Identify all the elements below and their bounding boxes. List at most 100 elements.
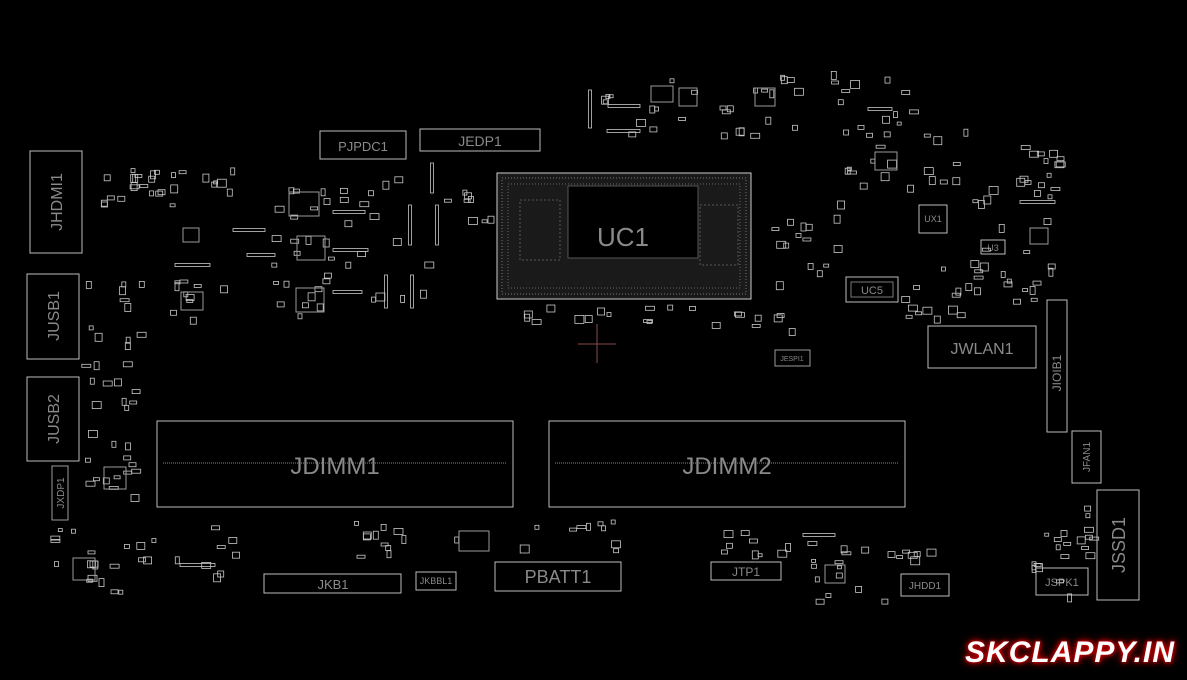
smd-part xyxy=(375,292,386,302)
edp-connector[interactable]: JEDP1 xyxy=(419,128,541,152)
dimm-slot-2[interactable]: JDIMM2 xyxy=(548,420,906,508)
fan-connector[interactable]: JFAN1 xyxy=(1071,430,1102,484)
smd-part xyxy=(887,551,896,558)
smd-part xyxy=(757,553,763,558)
battery-connector[interactable]: PBATT1 xyxy=(494,561,622,592)
smd-part xyxy=(174,282,180,292)
smd-part xyxy=(297,313,303,320)
smd-part xyxy=(896,555,903,559)
smd-part xyxy=(740,530,750,536)
trace-pad xyxy=(179,563,216,567)
smd-part xyxy=(901,296,911,303)
smd-part xyxy=(179,279,189,284)
smd-part xyxy=(814,576,820,583)
smd-part xyxy=(273,280,280,285)
trace-pad xyxy=(435,204,439,246)
smd-part xyxy=(923,167,934,176)
smd-part xyxy=(835,572,843,579)
ux1-label: UX1 xyxy=(924,214,942,224)
smd-part xyxy=(923,133,931,138)
smd-part xyxy=(636,119,646,127)
smd-part xyxy=(691,89,698,95)
smd-part xyxy=(1003,281,1013,288)
hdd-connector[interactable]: JHDD1 xyxy=(900,573,950,597)
dimm-slot-1[interactable]: JDIMM1 xyxy=(156,420,514,508)
smd-part xyxy=(861,546,870,554)
u3-label: U3 xyxy=(987,243,999,253)
smd-part xyxy=(926,548,937,557)
speaker-connector[interactable]: JSPK1 xyxy=(1035,567,1089,596)
smd-part xyxy=(1022,288,1028,293)
smd-part xyxy=(786,77,795,83)
ic-package xyxy=(650,85,674,103)
smd-part xyxy=(323,272,332,279)
ic-package xyxy=(288,191,320,217)
smd-part xyxy=(323,198,331,206)
smd-part xyxy=(901,90,911,95)
smd-part xyxy=(880,172,890,182)
smd-part xyxy=(382,180,390,190)
smd-part xyxy=(1063,542,1072,546)
smd-part xyxy=(385,545,392,551)
smd-part xyxy=(178,170,187,175)
smd-part xyxy=(776,313,785,319)
trace-pad xyxy=(408,204,412,246)
smd-part xyxy=(847,170,857,175)
jedp1-label: JEDP1 xyxy=(458,133,502,149)
smd-part xyxy=(907,551,918,559)
cpu-uc1[interactable]: UC1 xyxy=(496,172,752,300)
smd-part xyxy=(882,115,890,124)
smd-part xyxy=(57,528,63,532)
uc5-chip[interactable]: UC5 xyxy=(845,276,899,303)
smd-part xyxy=(1038,182,1045,189)
smd-part xyxy=(359,201,370,208)
wlan-connector[interactable]: JWLAN1 xyxy=(927,325,1037,369)
smd-part xyxy=(1056,579,1064,584)
keyboard-backlight-connector[interactable]: JKBBL1 xyxy=(415,571,457,591)
smd-part xyxy=(155,190,164,197)
smd-part xyxy=(230,167,236,176)
smd-part xyxy=(157,189,166,196)
smd-part xyxy=(792,124,798,131)
xdp-connector[interactable]: JXDP1 xyxy=(51,465,69,521)
smd-part xyxy=(111,440,117,448)
trace-pad xyxy=(246,253,276,257)
smd-part xyxy=(216,545,226,549)
trace-pad xyxy=(430,162,434,194)
smd-part xyxy=(322,238,330,248)
smd-part xyxy=(805,223,813,231)
smd-part xyxy=(720,132,728,140)
smd-part xyxy=(576,525,587,529)
smd-part xyxy=(649,105,656,114)
smd-part xyxy=(769,89,775,99)
dc-jack-connector[interactable]: PJPDC1 xyxy=(319,130,407,160)
smd-part xyxy=(101,201,108,208)
u3-chip[interactable]: U3 xyxy=(980,239,1006,255)
ic-package xyxy=(296,235,326,261)
smd-part xyxy=(401,535,407,544)
ux1-chip[interactable]: UX1 xyxy=(918,204,948,234)
usb-connector-1[interactable]: JUSB1 xyxy=(26,273,80,360)
espi-connector[interactable]: JESPI1 xyxy=(774,349,811,367)
touchpad-connector[interactable]: JTP1 xyxy=(710,561,782,581)
ioboard-connector[interactable]: JIOIB1 xyxy=(1046,299,1068,433)
smd-part xyxy=(974,287,981,296)
smd-part xyxy=(859,182,868,190)
smd-part xyxy=(462,189,468,196)
smd-part xyxy=(274,205,285,213)
keyboard-connector[interactable]: JKB1 xyxy=(263,573,402,594)
hdmi-connector[interactable]: JHDMI1 xyxy=(29,150,83,254)
smd-part xyxy=(106,195,115,201)
smd-part xyxy=(481,219,488,224)
smd-part xyxy=(669,78,675,84)
smd-part xyxy=(131,468,142,474)
smd-part xyxy=(807,262,814,270)
smd-part xyxy=(611,540,621,549)
ssd-connector[interactable]: JSSD1 xyxy=(1096,489,1140,601)
smd-part xyxy=(380,524,387,531)
smd-part xyxy=(130,182,138,192)
usb-connector-2[interactable]: JUSB2 xyxy=(26,376,80,462)
smd-part xyxy=(131,389,141,395)
smd-part xyxy=(50,535,61,541)
smd-part xyxy=(1089,536,1100,541)
